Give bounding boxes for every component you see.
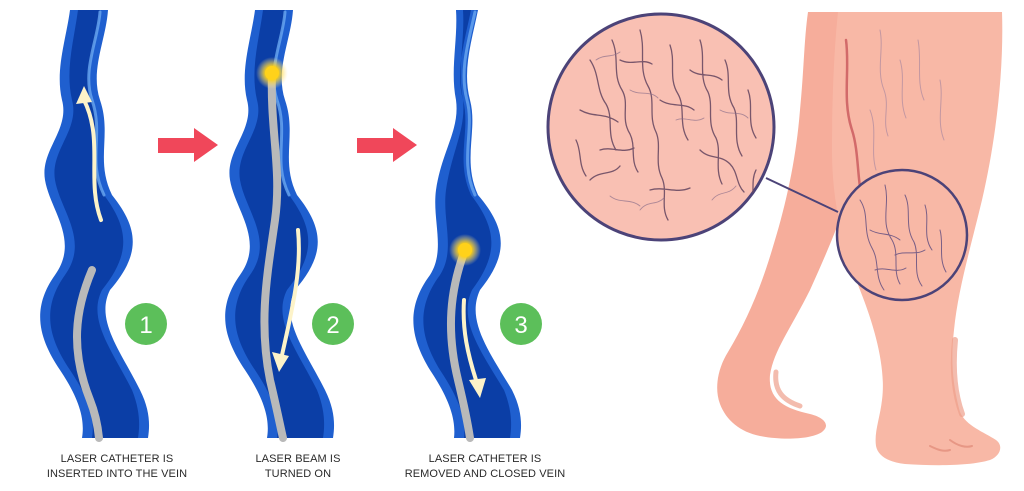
laser-tip (265, 66, 279, 80)
step-badge-3: 3 (500, 303, 542, 345)
caption-line: LASER BEAM IS (255, 453, 341, 465)
magnifier-icon (546, 12, 969, 302)
step-1-caption: LASER CATHETER IS INSERTED INTO THE VEIN (17, 452, 217, 482)
step-number: 3 (514, 312, 527, 339)
catheter (73, 266, 103, 442)
magnified-spider-veins (575, 29, 757, 221)
vein-step-2 (225, 10, 335, 442)
spider-veins (869, 29, 945, 171)
withdraw-path-arrow (461, 298, 478, 382)
insertion-path-arrow (82, 98, 103, 222)
vein-step-1 (40, 10, 150, 442)
right-arrow-icon (158, 128, 218, 162)
toe-line (929, 439, 973, 452)
magnified-skin-circle (546, 12, 776, 242)
leg-shadow (773, 369, 803, 409)
beam-path-arrow (280, 228, 301, 357)
arrowhead (469, 378, 486, 398)
knee-spider-veins (859, 184, 947, 291)
right-arrow-icon (357, 128, 417, 162)
arrowhead (76, 86, 92, 104)
step-number: 1 (139, 312, 152, 339)
vein-lumen (50, 10, 140, 438)
vein-highlight (272, 10, 291, 197)
arrowhead (272, 352, 289, 372)
laser-tip (458, 243, 472, 257)
vein-lumen (235, 10, 325, 438)
knee-focus-circle (835, 168, 969, 302)
caption-line: LASER CATHETER IS (60, 453, 174, 465)
step-2-caption: LASER BEAM IS TURNED ON (198, 452, 398, 482)
step-badge-2: 2 (312, 303, 354, 345)
caption-line: TURNED ON (264, 468, 332, 480)
step-3-caption: LASER CATHETER IS REMOVED AND CLOSED VEI… (385, 452, 585, 482)
step-number: 2 (326, 312, 339, 339)
vein-step-3 (413, 10, 522, 442)
magnifier-connector (765, 177, 839, 213)
caption-line: REMOVED AND CLOSED VEIN (404, 468, 566, 480)
catheter (446, 246, 474, 442)
vein-highlight (462, 10, 477, 197)
caption-line: INSERTED INTO THE VEIN (46, 468, 188, 480)
caption-line: LASER CATHETER IS (428, 453, 542, 465)
leg-shadow (950, 337, 965, 417)
vein-lumen (423, 10, 512, 438)
step-badge-1: 1 (125, 303, 167, 345)
catheter (260, 69, 287, 442)
